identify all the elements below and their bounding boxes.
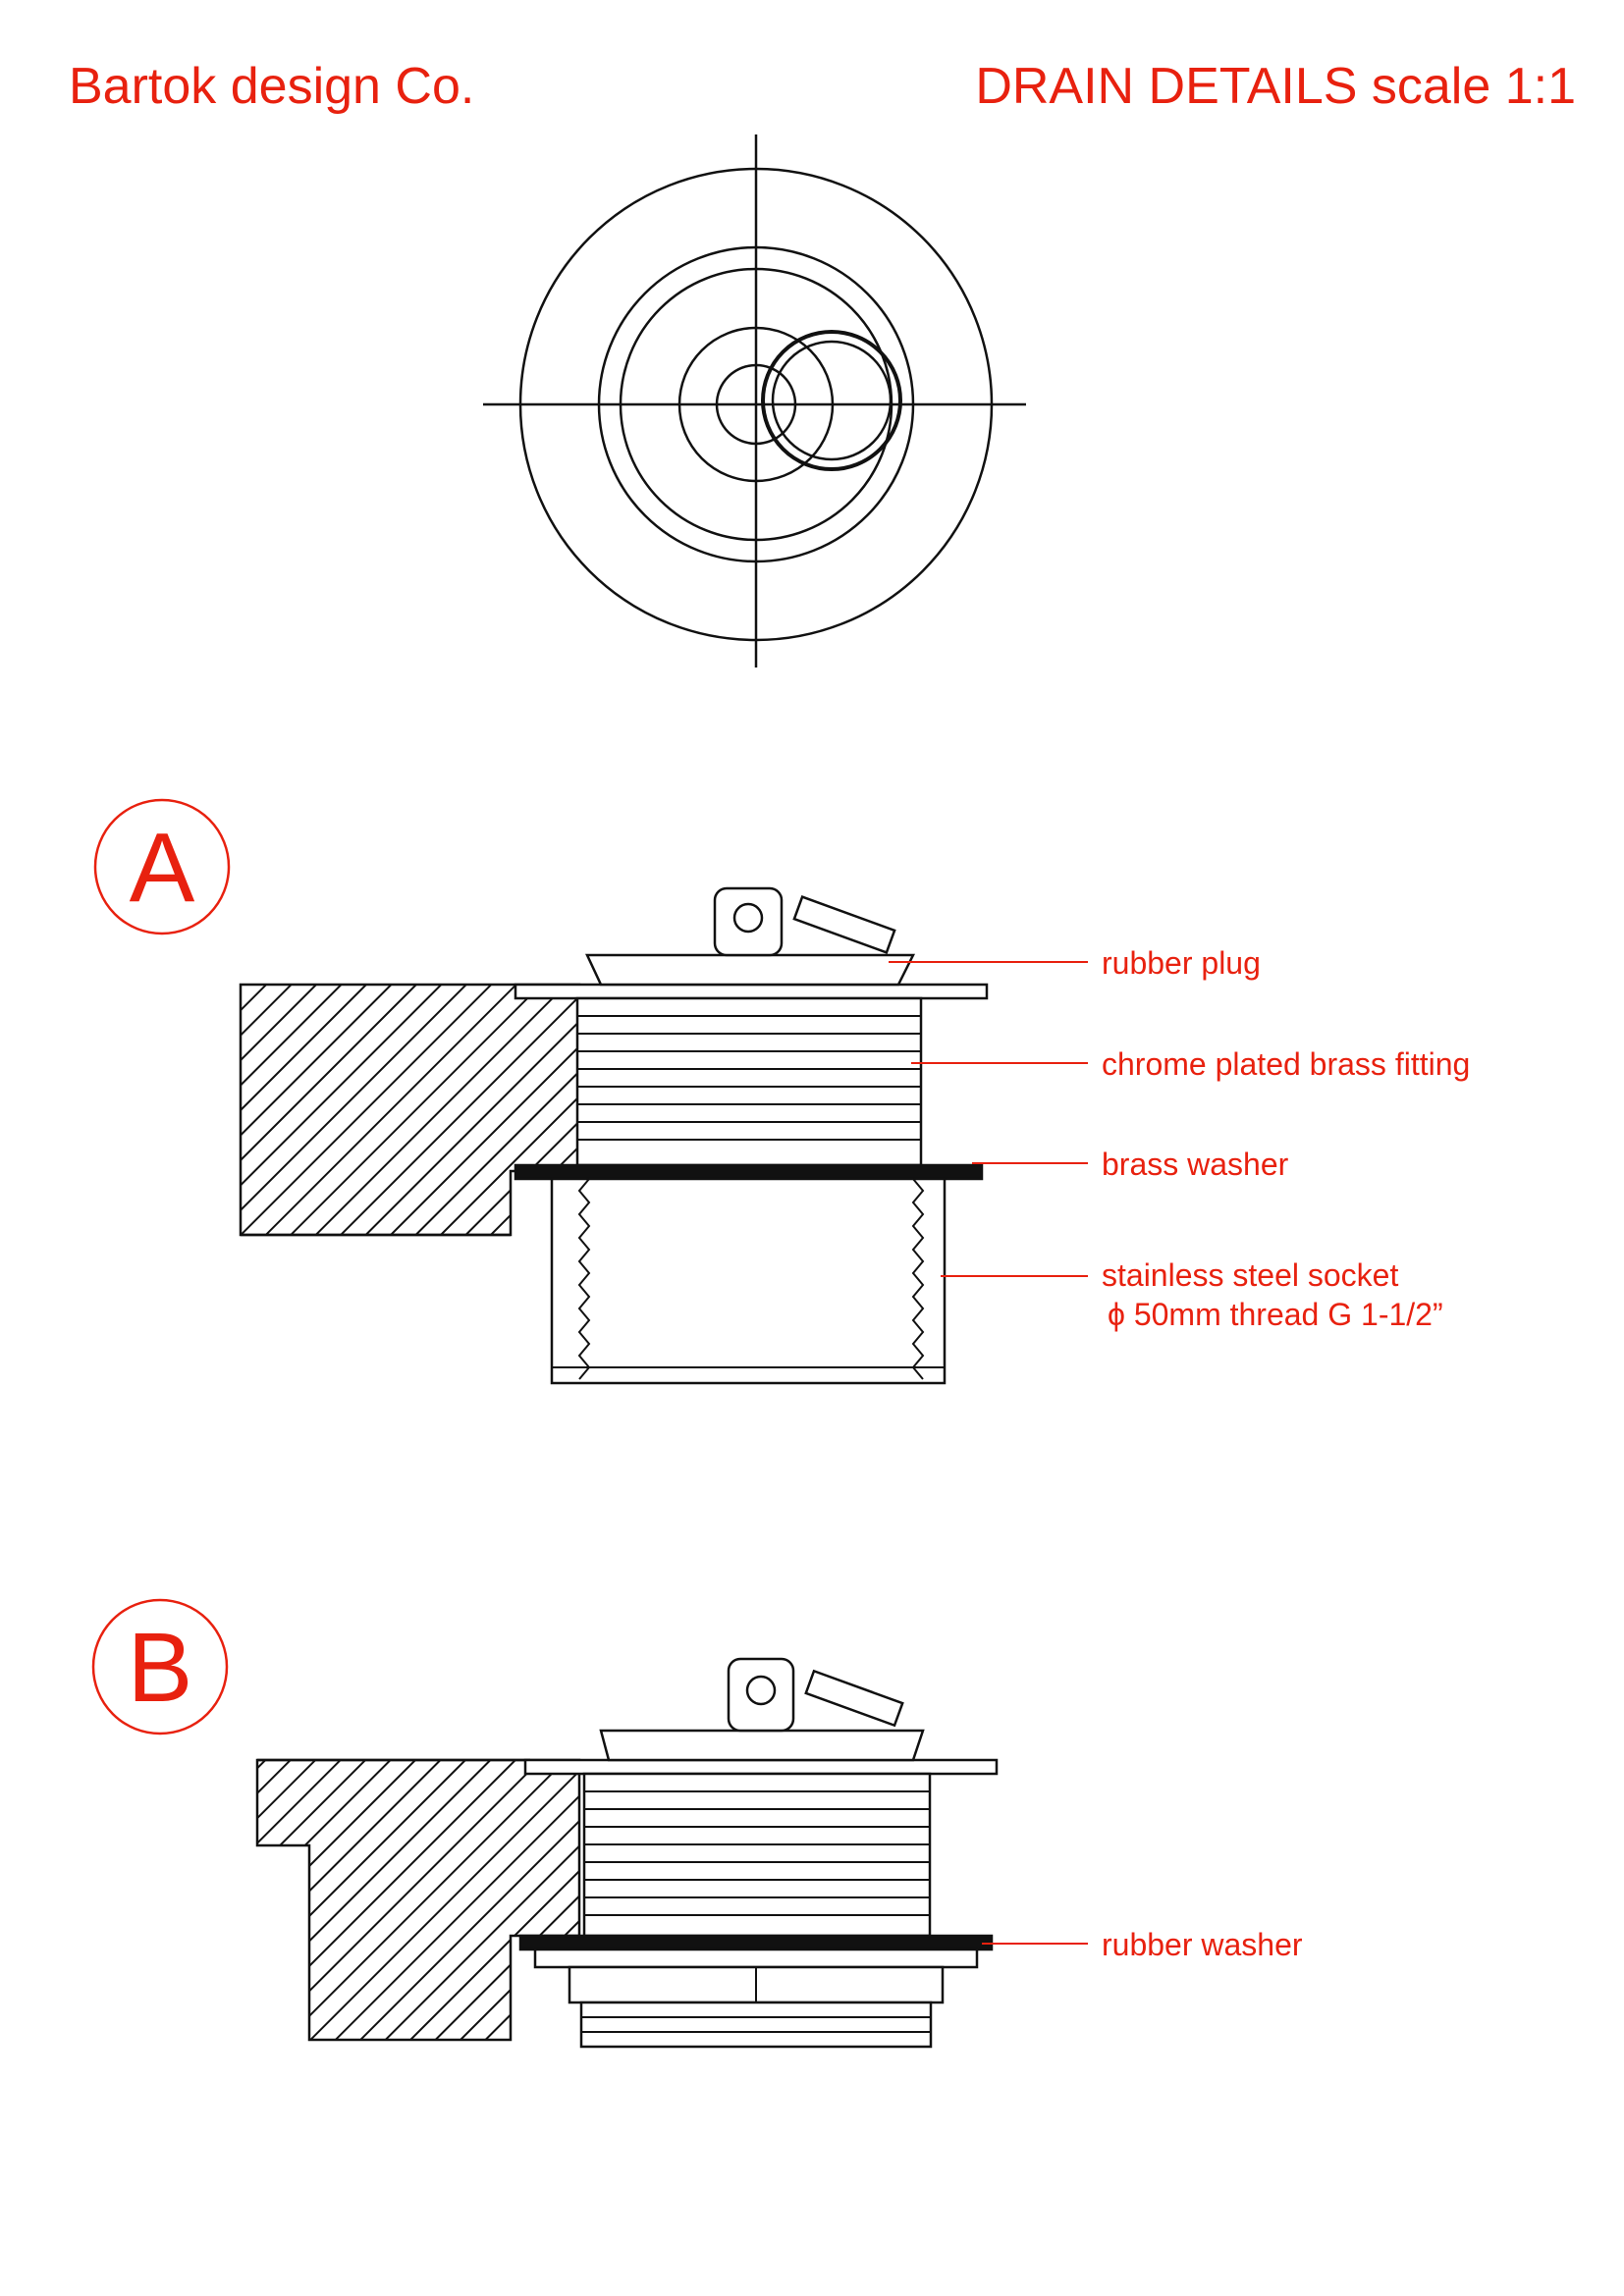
- callout-socket-thread: ϕ 50mm thread G 1-1/2”: [1108, 1297, 1443, 1332]
- section-b-callouts: rubber washer: [982, 1927, 1303, 1962]
- callout-socket: stainless steel socket: [1102, 1257, 1398, 1293]
- section-a-callouts: rubber plug chrome plated brass fitting …: [889, 945, 1470, 1332]
- callout-brass-fitting: chrome plated brass fitting: [1102, 1046, 1470, 1082]
- callout-rubber-plug: rubber plug: [1102, 945, 1261, 981]
- company-name: Bartok design Co.: [69, 58, 474, 115]
- callout-brass-washer: brass washer: [1102, 1147, 1289, 1182]
- callout-rubber-washer: rubber washer: [1102, 1927, 1303, 1962]
- sheet-title: DRAIN DETAILS scale 1:1: [975, 58, 1576, 115]
- section-a-drawing: [239, 886, 989, 1385]
- section-b-letter: B: [128, 1613, 193, 1723]
- section-a-marker: A: [93, 798, 231, 935]
- section-b-drawing: [255, 1657, 999, 2049]
- section-a-letter: A: [130, 813, 195, 923]
- section-b-marker: B: [91, 1598, 229, 1735]
- plan-view: [483, 134, 1026, 667]
